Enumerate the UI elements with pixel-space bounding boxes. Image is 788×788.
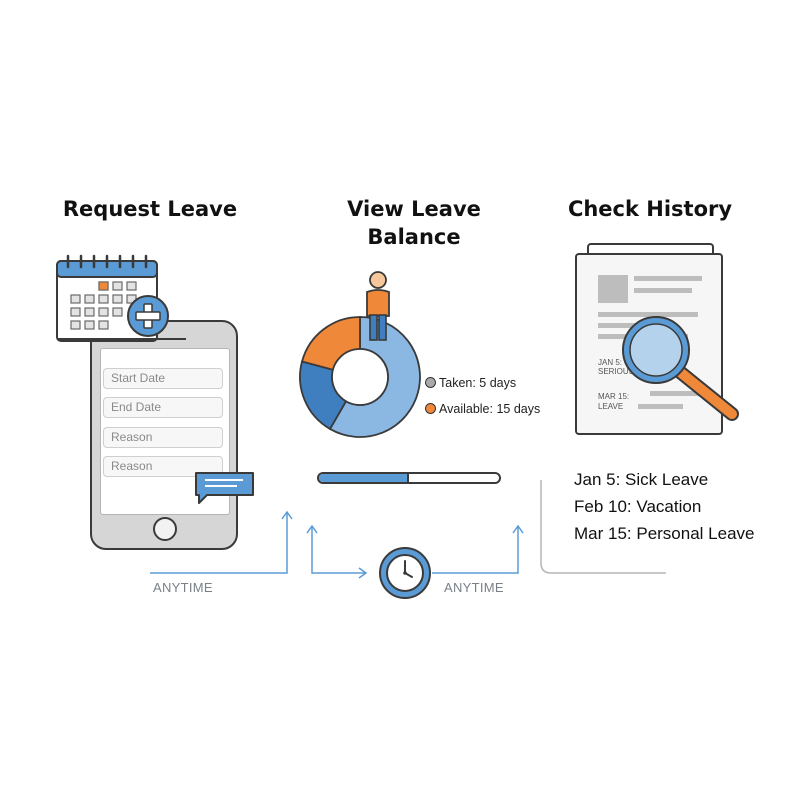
reason-field-2[interactable]: Reason: [103, 456, 223, 477]
balance-progress-fill: [319, 474, 409, 482]
anytime-label-right: ANYTIME: [444, 580, 504, 595]
legend-taken: Taken: 5 days: [425, 376, 516, 390]
leave-balance-donut: [299, 316, 421, 438]
legend-available-label: Available: 15 days: [439, 402, 541, 416]
view-balance-title-line1: View Leave: [347, 197, 481, 221]
request-leave-title: Request Leave: [62, 197, 238, 221]
history-item-3[interactable]: Mar 15: Personal Leave: [574, 524, 755, 543]
doc-line-3: MAR 15:: [598, 392, 629, 401]
clock-icon: [379, 547, 431, 599]
doc-line-4: LEAVE: [598, 402, 623, 411]
legend-available: Available: 15 days: [425, 402, 540, 416]
history-item-2[interactable]: Feb 10: Vacation: [574, 497, 702, 516]
legend-taken-swatch: [425, 377, 436, 388]
check-history-title: Check History: [567, 197, 733, 221]
magnifier-icon: [622, 316, 739, 421]
phone-home-button[interactable]: [153, 517, 177, 541]
person-icon: [366, 271, 390, 341]
plus-icon[interactable]: [125, 293, 171, 339]
history-item-1[interactable]: Jan 5: Sick Leave: [574, 470, 709, 489]
legend-available-swatch: [425, 403, 436, 414]
anytime-label-left: ANYTIME: [153, 580, 213, 595]
end-date-field[interactable]: End Date: [103, 397, 223, 418]
start-date-field[interactable]: Start Date: [103, 368, 223, 389]
balance-progress-bar: [317, 472, 501, 484]
view-balance-title: View Leave Balance: [314, 195, 514, 251]
doc-line-2: SERIOUS: [598, 367, 634, 376]
chat-bubble-icon: [195, 472, 254, 504]
view-balance-title-line2: Balance: [367, 225, 461, 249]
legend-taken-label: Taken: 5 days: [439, 376, 517, 390]
reason-field[interactable]: Reason: [103, 427, 223, 448]
doc-line-1: JAN 5: SICK: [598, 358, 644, 367]
